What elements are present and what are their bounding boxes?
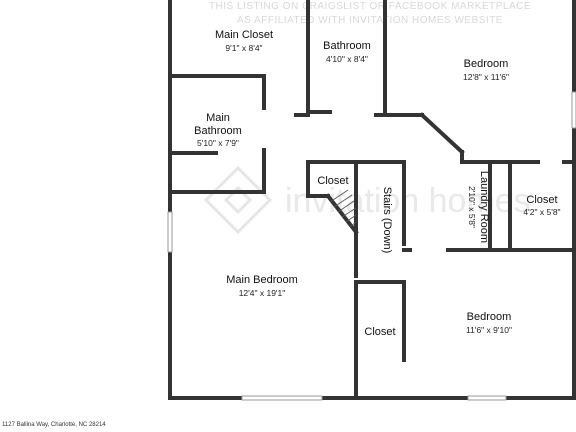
small-closet-name: Closet <box>317 175 348 187</box>
closet-right-dims: 4'2" x 5'8" <box>523 207 560 217</box>
walls <box>168 0 576 400</box>
closet-right-name: Closet <box>526 194 557 206</box>
stairs-name: Stairs (Down) <box>381 187 393 254</box>
main-closet-name: Main Closet <box>215 29 273 41</box>
bathroom-dims: 4'10" x 8'4" <box>326 54 368 64</box>
bedroom-top-name: Bedroom <box>464 58 509 70</box>
watermark-brand: invitation homes <box>285 182 531 220</box>
laundry-dims: 2'10" x 5'8" <box>467 186 477 228</box>
watermark-line-2: AS AFFILIATED WITH INVITATION HOMES WEBS… <box>237 15 503 26</box>
main-bedroom-dims: 12'4" x 19'1" <box>239 288 286 298</box>
bedroom-top-dims: 12'8" x 11'6" <box>463 72 509 82</box>
watermark-line-1: THIS LISTING ON CRAIGSLIST OR FACEBOOK M… <box>209 1 531 12</box>
bedroom-bottom-name: Bedroom <box>467 311 512 323</box>
laundry-name: Laundry Room <box>478 171 490 243</box>
windows <box>167 91 576 401</box>
watermark-logo-icon <box>203 165 273 235</box>
footer-address: 1127 Ballina Way, Charlotte, NC 28214 <box>2 422 106 428</box>
bathroom-name: Bathroom <box>323 40 371 52</box>
main-bathroom-dims: 5'10" x 7'9" <box>197 138 239 148</box>
closet-lower-name: Closet <box>364 326 395 338</box>
main-closet-dims: 9'1" x 8'4" <box>225 43 262 53</box>
room-labels: Main Closet 9'1" x 8'4" Bathroom 4'10" x… <box>194 29 560 338</box>
main-bathroom-name-2: Bathroom <box>194 125 242 137</box>
main-bedroom-name: Main Bedroom <box>226 274 298 286</box>
main-bathroom-name-1: Main <box>206 112 230 124</box>
bedroom-bottom-dims: 11'6" x 9'10" <box>466 325 512 335</box>
stair-treads <box>329 189 357 228</box>
